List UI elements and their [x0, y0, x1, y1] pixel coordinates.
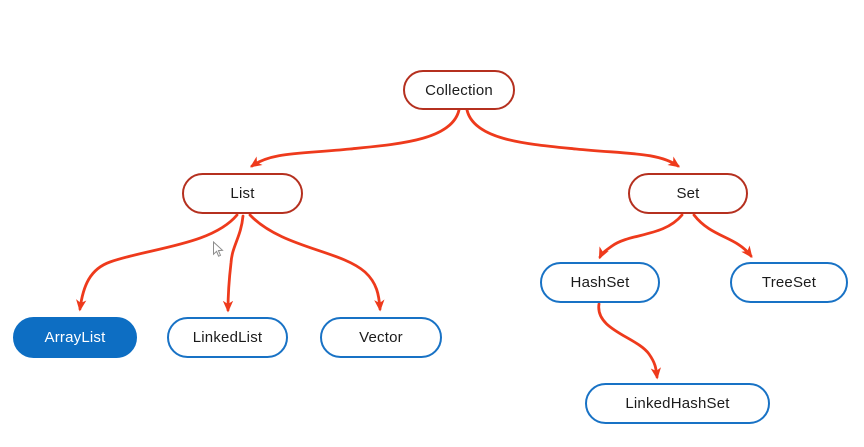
node-vector[interactable]: Vector	[320, 317, 442, 358]
node-hashset-label: HashSet	[570, 274, 630, 291]
edge-list-linkedlist	[222, 214, 245, 313]
node-linkedhashset[interactable]: LinkedHashSet	[585, 383, 770, 424]
edge-list-vector	[248, 213, 385, 312]
node-arraylist-label: ArrayList	[44, 329, 106, 346]
edge-set-hashset	[598, 213, 684, 260]
node-treeset-label: TreeSet	[761, 274, 817, 291]
node-collection-label: Collection	[425, 81, 493, 99]
edge-collection-set	[465, 108, 681, 168]
node-set[interactable]: Set	[628, 173, 748, 214]
node-linkedlist[interactable]: LinkedList	[167, 317, 288, 358]
node-arraylist[interactable]: ArrayList	[13, 317, 137, 358]
node-hashset[interactable]: HashSet	[540, 262, 660, 303]
edge-hashset-linkedhashset	[597, 302, 661, 380]
edge-set-treeset	[692, 213, 753, 258]
node-set-label: Set	[676, 185, 700, 202]
mouse-pointer-icon	[213, 241, 224, 257]
node-list-label: List	[230, 185, 255, 202]
node-linkedlist-label: LinkedList	[192, 329, 263, 346]
node-collection[interactable]: Collection	[403, 70, 515, 110]
node-vector-label: Vector	[359, 329, 403, 346]
node-linkedhashset-label: LinkedHashSet	[625, 395, 730, 412]
edge-collection-list	[249, 108, 461, 168]
edge-list-arraylist	[76, 213, 239, 312]
node-treeset[interactable]: TreeSet	[730, 262, 848, 303]
node-list[interactable]: List	[182, 173, 303, 214]
